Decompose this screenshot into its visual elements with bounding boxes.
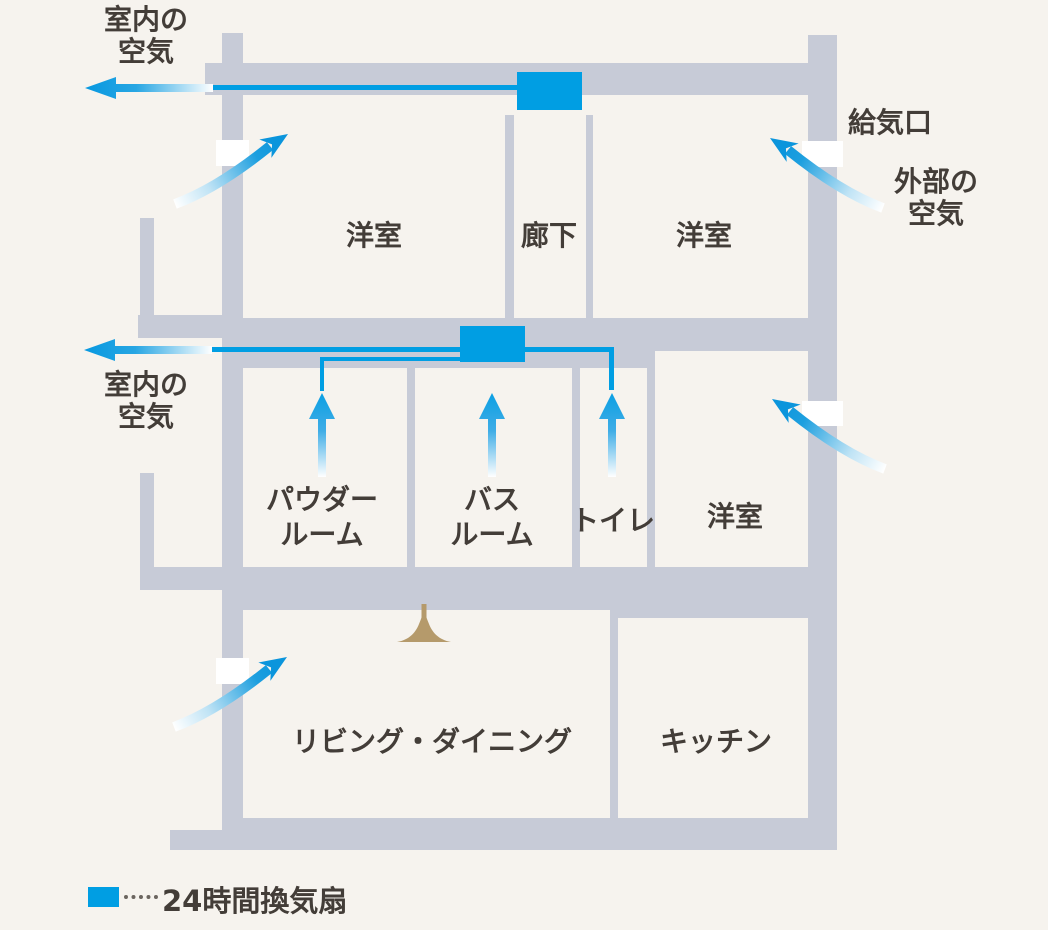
room-label-bathroom: バス ルーム: [450, 483, 534, 551]
legend-label: 24時間換気扇: [162, 884, 348, 918]
duct-drop-toilet: [609, 347, 614, 390]
fan-legend-swatch: [88, 887, 119, 907]
room-label-corridor: 廊下: [520, 219, 578, 252]
wall-band2-left: [140, 567, 223, 590]
wall-left-outer-lower: [140, 473, 154, 570]
room-label-bedroom1: 洋室: [345, 219, 403, 252]
indoor-air-label-top: 室内の 空気: [103, 3, 189, 68]
legend-dotted-line: [124, 895, 158, 899]
intake-arrow-icon: [770, 138, 885, 213]
room-label-kitchen: キッチン: [659, 725, 773, 758]
pendant-lamp-icon: [397, 604, 451, 642]
wall-mid-band-left: [138, 315, 222, 338]
exhaust-arrow-icon: [84, 339, 212, 361]
wall-toilet-bedroom: [647, 351, 655, 567]
wall-left-inner: [222, 33, 243, 850]
duct-line-toilet: [525, 347, 613, 352]
up-arrow-icon: [309, 393, 335, 477]
exhaust-arrow-icon: [85, 77, 213, 99]
room-label-bedroom3: 洋室: [706, 500, 764, 533]
wall-corridor-left: [505, 115, 514, 318]
wall-mid-band-right: [655, 318, 837, 351]
up-arrow-icon: [599, 393, 625, 477]
up-arrow-icon: [479, 393, 505, 477]
intake-arrow-icon: [772, 399, 887, 474]
supply-port-label: 給気口: [848, 106, 933, 139]
intake-arrow-icon: [172, 657, 287, 732]
wall-bottom: [223, 818, 837, 850]
wall-bath-toilet: [572, 368, 580, 567]
duct-line-powder: [322, 357, 460, 361]
room-label-toilet: トイレ: [570, 504, 656, 537]
indoor-air-label-mid: 室内の 空気: [103, 368, 189, 433]
intake-arrow-icon: [173, 134, 288, 209]
wall-bottom-left: [170, 830, 223, 850]
wall-living-kitchen: [610, 618, 618, 818]
duct-line-top: [212, 85, 517, 90]
room-label-bedroom2: 洋室: [675, 219, 733, 252]
duct-drop-powder: [320, 357, 324, 391]
ventilation-fan-icon: [517, 72, 582, 110]
room-label-powder-room: パウダー ルーム: [265, 483, 379, 551]
vent-opening: [216, 658, 249, 684]
wall-left-outer-upper: [140, 218, 154, 318]
wall-band2: [223, 567, 837, 610]
wall-powder-bath: [407, 368, 415, 567]
wall-kitchen-top: [610, 610, 837, 618]
ventilation-fan-icon: [460, 326, 525, 362]
outside-air-label: 外部の 空気: [893, 165, 979, 230]
room-label-living-dining: リビング・ダイニング: [291, 725, 573, 758]
wall-corridor-right: [586, 115, 593, 318]
duct-line-mid-exhaust: [212, 347, 460, 352]
